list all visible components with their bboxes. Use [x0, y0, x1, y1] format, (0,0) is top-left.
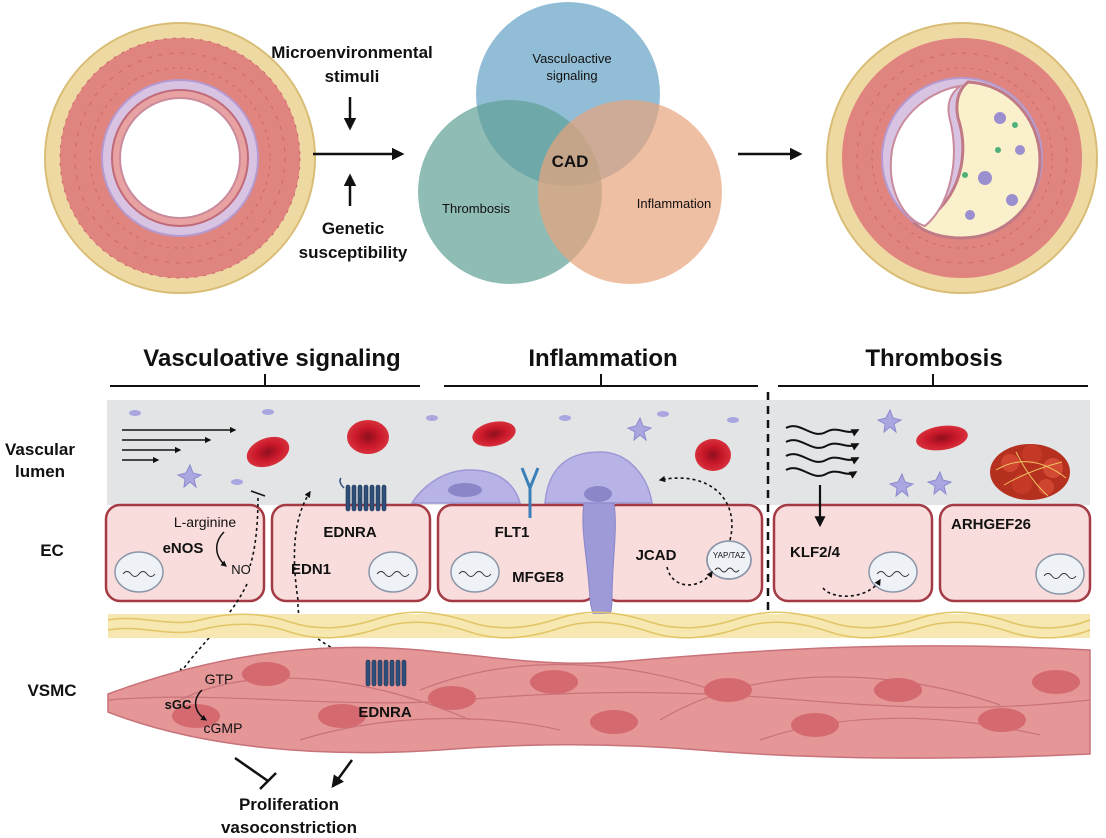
row-label-ec: EC	[40, 541, 64, 560]
label-l-arginine: L-arginine	[174, 514, 236, 530]
row-label-lumen-2: lumen	[15, 462, 65, 481]
label-mfge8: MFGE8	[512, 569, 564, 586]
label-jcad: JCAD	[636, 547, 677, 564]
label-yap-taz: YAP/TAZ	[713, 551, 745, 560]
venn-label-thrombosis: Thrombosis	[442, 201, 510, 216]
thrombus-clot	[990, 444, 1070, 500]
dna-squiggles	[122, 567, 1077, 579]
label-klf: KLF2/4	[790, 544, 841, 561]
label-edn1: EDN1	[291, 561, 331, 578]
svg-text:vasoconstriction: vasoconstriction	[221, 818, 357, 837]
flt1-receptor	[520, 467, 540, 518]
row-label-vsmc: VSMC	[27, 681, 76, 700]
label-flt1: FLT1	[495, 524, 530, 541]
label-cgmp: cGMP	[204, 720, 243, 736]
activated-platelets	[176, 408, 953, 498]
label-no: NO	[231, 562, 251, 577]
section-title-inflammation: Inflammation	[528, 345, 677, 372]
ec-dashed-arrows	[249, 475, 881, 597]
diseased-artery-illustration	[826, 22, 1098, 294]
stimuli-label: Microenvironmental stimuli	[271, 43, 433, 86]
label-ednra-ec: EDNRA	[323, 524, 377, 541]
ednra-receptor-vsmc	[365, 659, 407, 687]
blood-flow-arrows	[122, 426, 237, 464]
turbulent-flow-arrows	[785, 425, 860, 479]
smooth-muscle-nuclei	[172, 662, 1080, 737]
inhibition-bar-no	[250, 490, 266, 497]
label-enos: eNOS	[163, 540, 204, 557]
venn-circle-inflammation	[538, 100, 722, 284]
label-gtp: GTP	[205, 671, 234, 687]
red-blood-cells	[246, 420, 968, 471]
venn-label-inflammation: Inflammation	[637, 196, 711, 211]
yap-taz-nucleus-outline	[706, 540, 752, 580]
elastic-lamina	[107, 611, 1091, 639]
genetic-label: Genetic susceptibility	[299, 219, 408, 262]
svg-text:stimuli: stimuli	[325, 67, 380, 86]
label-arhgef26: ARHGEF26	[951, 516, 1031, 533]
monocytes	[410, 451, 653, 504]
svg-text:Proliferation: Proliferation	[239, 795, 339, 814]
platelets	[129, 409, 739, 485]
healthy-artery-illustration	[44, 22, 316, 294]
enos-conversion-arrow	[216, 531, 227, 567]
cell-nuclei	[114, 540, 1085, 595]
section-title-thrombosis: Thrombosis	[865, 345, 1002, 372]
venn-center-label: CAD	[552, 152, 589, 171]
label-ednra-vsmc: EDNRA	[358, 704, 412, 721]
venn-label-vasculoactive: Vasculoactive	[532, 51, 611, 66]
svg-text:Microenvironmental: Microenvironmental	[271, 43, 433, 62]
venn-label-vasculoactive-2: signaling	[546, 68, 597, 83]
transmigrating-monocyte	[582, 502, 616, 623]
svg-text:Genetic: Genetic	[322, 219, 384, 238]
outcome-arrows	[234, 756, 354, 790]
smooth-muscle-layer	[107, 645, 1091, 759]
label-sgc: sGC	[165, 697, 192, 712]
sgc-conversion-arrow	[194, 689, 207, 721]
ednra-receptor-ec	[339, 477, 387, 512]
outcome-label: Proliferation vasoconstriction	[221, 795, 357, 837]
svg-text:susceptibility: susceptibility	[299, 243, 408, 262]
section-brackets	[110, 374, 1088, 387]
row-label-lumen: Vascular	[5, 440, 75, 459]
venn-diagram: Vasculoactive signaling Thrombosis Infla…	[418, 2, 722, 284]
section-title-vasculoactive: Vasculoative signaling	[143, 345, 400, 372]
